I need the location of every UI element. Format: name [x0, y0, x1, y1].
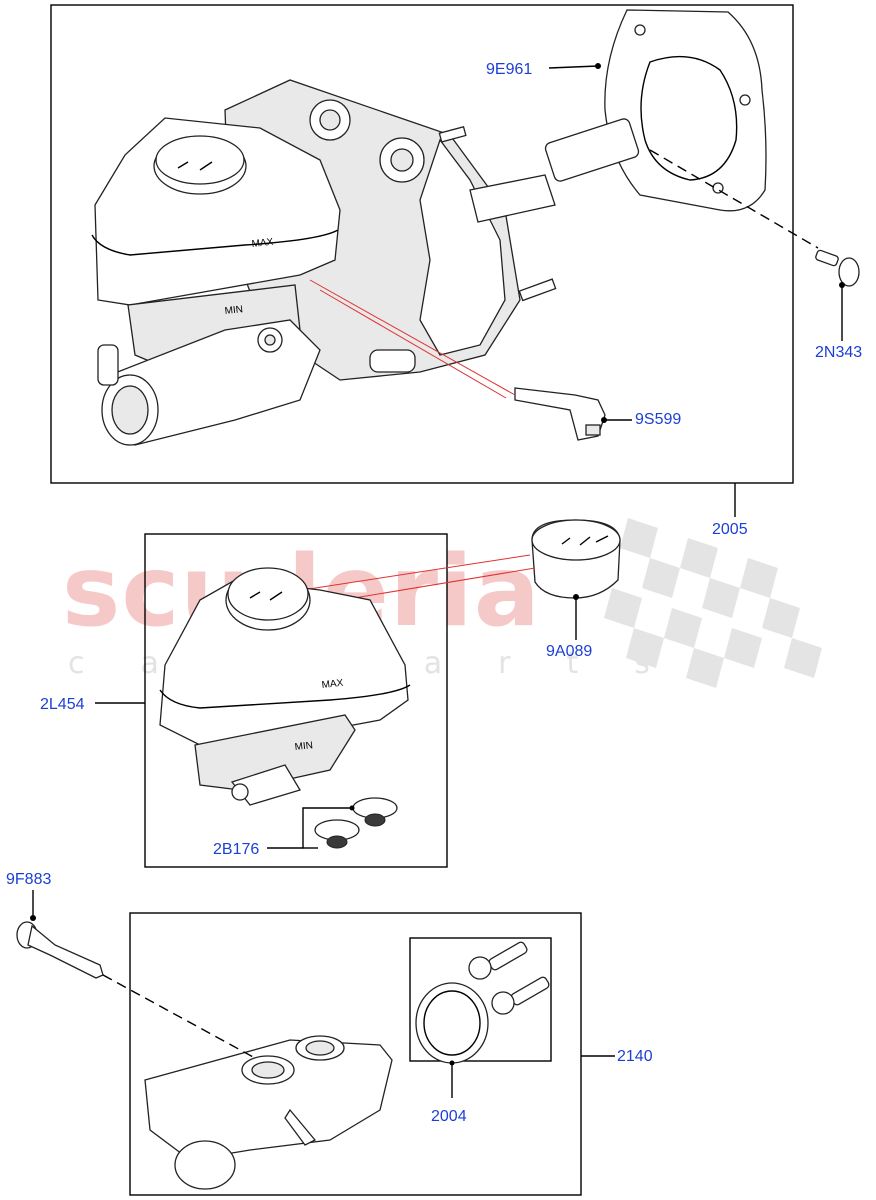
reservoir-cap-9a089[interactable]: [531, 519, 621, 599]
callout-2004[interactable]: 2004: [431, 1108, 467, 1125]
callout-2l454[interactable]: 2L454: [40, 696, 85, 713]
assembly-box-2140: [129, 912, 582, 1196]
callout-9a089[interactable]: 9A089: [546, 643, 593, 660]
callout-9s599[interactable]: 9S599: [635, 411, 682, 428]
callout-2140[interactable]: 2140: [617, 1048, 653, 1065]
callout-2b176[interactable]: 2B176: [213, 841, 260, 858]
callout-9e961[interactable]: 9E961: [486, 61, 533, 78]
gasket-9e961[interactable]: [604, 9, 767, 212]
reservoir-min-mark-middle: MIN: [294, 740, 313, 753]
reservoir-max-mark-middle: MAX: [321, 678, 344, 691]
reservoir-min-mark: MIN: [224, 304, 243, 317]
master-cylinder-2140[interactable]: [144, 1035, 393, 1190]
seal-ring-2004[interactable]: [415, 982, 489, 1064]
bolts-2004[interactable]: [468, 941, 550, 1015]
assembly-box-2005: [50, 4, 794, 484]
assembly-box-reservoir: [144, 533, 448, 868]
callout-9f883[interactable]: 9F883: [6, 871, 52, 888]
reservoir-max-mark: MAX: [251, 237, 274, 250]
master-cylinder-body-top[interactable]: [97, 319, 321, 446]
kit-box-2004: [409, 937, 552, 1062]
grommets-2b176[interactable]: [314, 797, 398, 849]
callout-2005[interactable]: 2005: [712, 521, 748, 538]
master-cylinder-reservoir-middle[interactable]: MAX MIN: [159, 567, 411, 806]
callout-2n343[interactable]: 2N343: [815, 344, 863, 361]
fluid-level-sensor-9s599[interactable]: [514, 387, 606, 441]
valve-9f883[interactable]: [16, 921, 104, 979]
checker-flag-watermark: [604, 518, 822, 688]
clevis-pin-2n343[interactable]: [815, 249, 860, 287]
